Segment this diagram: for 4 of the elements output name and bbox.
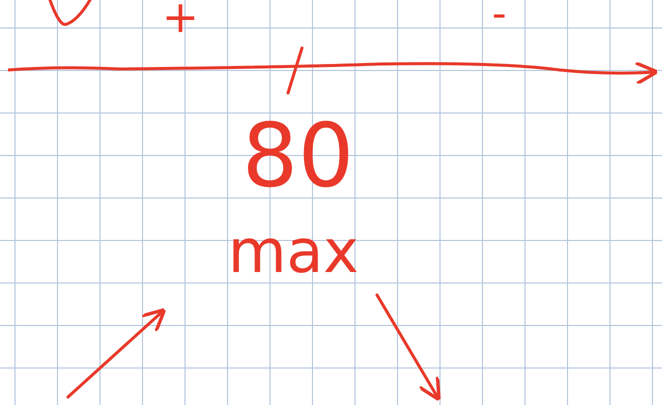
max-label: max — [228, 222, 359, 282]
plus-sign: + — [162, 0, 199, 40]
minus-sign: - — [492, 0, 506, 34]
value-label: 80 — [242, 112, 354, 200]
